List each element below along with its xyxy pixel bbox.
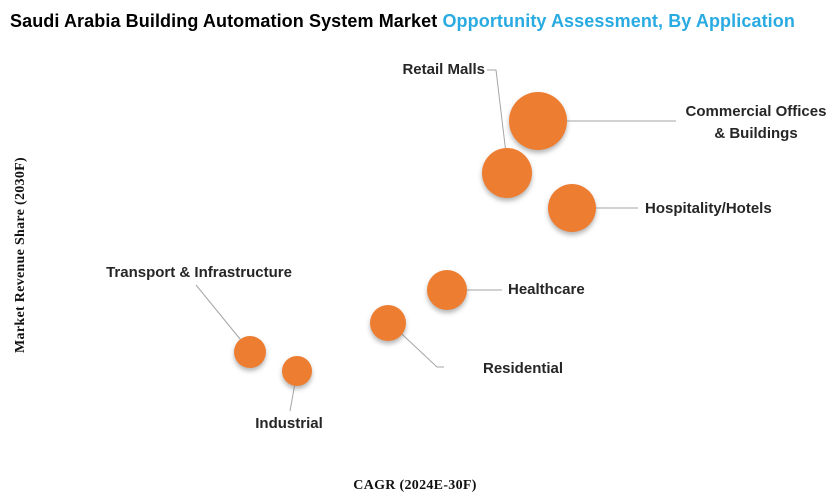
commercial-offices-buildings-bubble	[509, 92, 567, 150]
industrial-label: Industrial	[255, 415, 323, 432]
transport-infrastructure-bubble	[234, 336, 266, 368]
chart-title-accent: Opportunity Assessment, By Application	[442, 11, 795, 31]
residential-bubble	[370, 305, 406, 341]
x-axis-label: CAGR (2024E-30F)	[353, 478, 477, 493]
retail-malls-label: Retail Malls	[402, 61, 485, 78]
chart-title-primary: Saudi Arabia Building Automation System …	[10, 11, 443, 31]
retail-malls-bubble	[482, 148, 532, 198]
retail-malls-leader-line	[487, 69, 509, 171]
hospitality-hotels-bubble	[548, 184, 596, 232]
residential-label: Residential	[483, 360, 564, 377]
industrial-bubble	[282, 356, 312, 386]
healthcare-bubble	[427, 270, 467, 310]
healthcare-label: Healthcare	[508, 281, 585, 298]
residential-leader-line	[388, 321, 444, 368]
chart-title: Saudi Arabia Building Automation System …	[10, 11, 795, 32]
transport-infrastructure-label: Transport & Infrastructure	[106, 264, 292, 281]
commercial-offices-buildings-label: Commercial Offices& Buildings	[685, 103, 827, 142]
hospitality-hotels-label: Hospitality/Hotels	[645, 200, 772, 217]
